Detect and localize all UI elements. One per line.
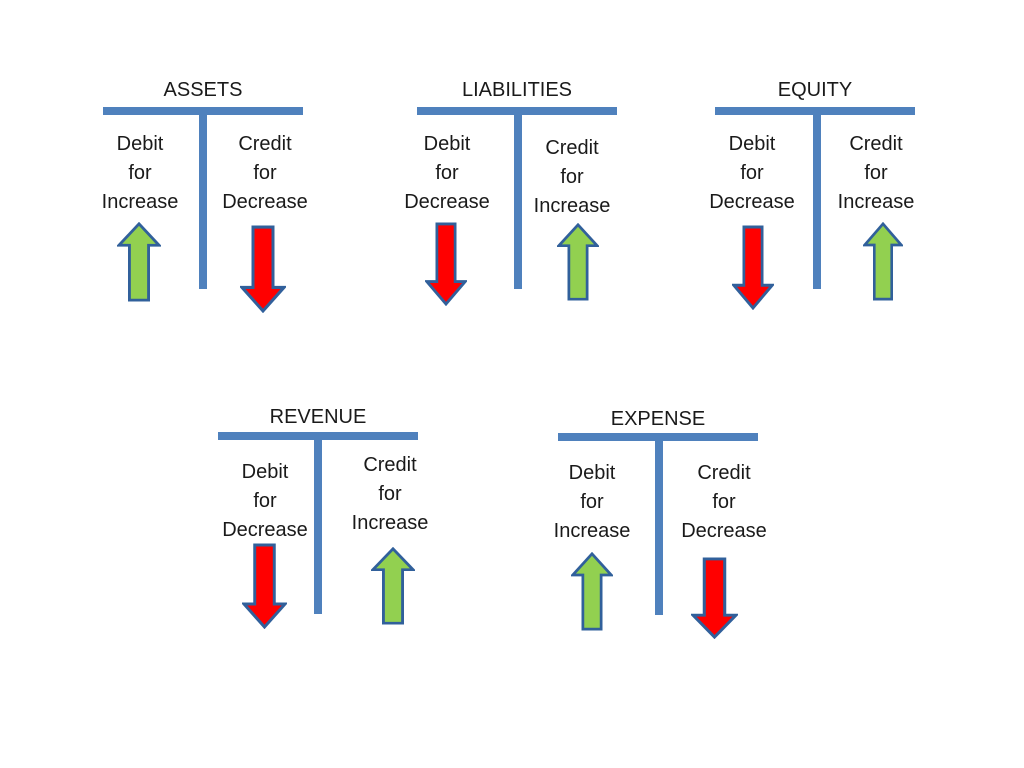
label-line: Debit bbox=[241, 461, 289, 483]
t-account-top-bar bbox=[103, 107, 303, 115]
account-title: REVENUE bbox=[269, 406, 367, 428]
label-line: for bbox=[864, 162, 888, 184]
account-title: ASSETS bbox=[163, 79, 243, 101]
label-line: Debit bbox=[568, 462, 616, 484]
label-line: Debit bbox=[728, 133, 776, 155]
up-arrow-icon bbox=[557, 223, 599, 301]
down-arrow-icon bbox=[242, 543, 287, 629]
label-line: for bbox=[253, 490, 277, 512]
credit-label: Credit for Increase bbox=[821, 130, 931, 217]
label-line: Debit bbox=[116, 133, 164, 155]
down-arrow-icon bbox=[732, 225, 774, 310]
up-arrow-icon bbox=[371, 547, 415, 625]
t-account-top-bar bbox=[715, 107, 915, 115]
label-line: for bbox=[580, 491, 604, 513]
credit-label: Credit for Decrease bbox=[669, 459, 779, 546]
t-account-expense: EXPENSE Debit for Increase Credit for De… bbox=[554, 407, 767, 667]
credit-label: Credit for Decrease bbox=[210, 130, 320, 217]
label-line: Decrease bbox=[681, 520, 767, 542]
t-account-divider bbox=[514, 115, 522, 289]
t-account-liabilities: LIABILITIES Debit for Decrease Credit fo… bbox=[404, 78, 617, 338]
account-title: LIABILITIES bbox=[461, 79, 573, 101]
debit-label: Debit for Decrease bbox=[697, 130, 807, 217]
debit-label: Debit for Increase bbox=[537, 459, 647, 546]
t-account-revenue: REVENUE Debit for Decrease Credit for In… bbox=[218, 405, 428, 665]
debit-label: Debit for Decrease bbox=[392, 130, 502, 217]
label-line: Decrease bbox=[222, 519, 308, 541]
label-line: Credit bbox=[697, 462, 751, 484]
label-line: Credit bbox=[545, 137, 599, 159]
down-arrow-icon bbox=[425, 222, 467, 306]
debit-label: Debit for Decrease bbox=[210, 458, 320, 545]
label-line: for bbox=[712, 491, 736, 513]
label-line: for bbox=[378, 483, 402, 505]
t-account-divider bbox=[813, 115, 821, 289]
label-line: Increase bbox=[101, 191, 179, 213]
label-line: Increase bbox=[553, 520, 631, 542]
label-line: for bbox=[740, 162, 764, 184]
up-arrow-icon bbox=[863, 222, 903, 301]
label-line: for bbox=[128, 162, 152, 184]
label-line: Decrease bbox=[404, 191, 490, 213]
label-line: for bbox=[253, 162, 277, 184]
t-account-divider bbox=[199, 115, 207, 289]
label-line: for bbox=[435, 162, 459, 184]
t-account-divider bbox=[314, 440, 322, 614]
account-title: EQUITY bbox=[777, 79, 853, 101]
up-arrow-icon bbox=[117, 222, 161, 302]
account-title: EXPENSE bbox=[610, 408, 706, 430]
debit-label: Debit for Increase bbox=[85, 130, 195, 217]
down-arrow-icon bbox=[240, 225, 286, 313]
label-line: for bbox=[560, 166, 584, 188]
label-line: Increase bbox=[533, 195, 611, 217]
label-line: Credit bbox=[363, 454, 417, 476]
credit-label: Credit for Increase bbox=[335, 451, 445, 538]
label-line: Increase bbox=[351, 512, 429, 534]
label-line: Credit bbox=[849, 133, 903, 155]
t-account-top-bar bbox=[218, 432, 418, 440]
label-line: Increase bbox=[837, 191, 915, 213]
label-line: Decrease bbox=[222, 191, 308, 213]
up-arrow-icon bbox=[571, 552, 613, 631]
t-account-equity: EQUITY Debit for Decrease Credit for Inc… bbox=[709, 78, 915, 338]
credit-label: Credit for Increase bbox=[517, 134, 627, 221]
t-account-top-bar bbox=[558, 433, 758, 441]
label-line: Debit bbox=[423, 133, 471, 155]
t-account-top-bar bbox=[417, 107, 617, 115]
t-account-assets: ASSETS Debit for Increase Credit for Dec… bbox=[102, 78, 308, 338]
down-arrow-icon bbox=[691, 557, 738, 639]
label-line: Credit bbox=[238, 133, 292, 155]
t-account-divider bbox=[655, 441, 663, 615]
label-line: Decrease bbox=[709, 191, 795, 213]
